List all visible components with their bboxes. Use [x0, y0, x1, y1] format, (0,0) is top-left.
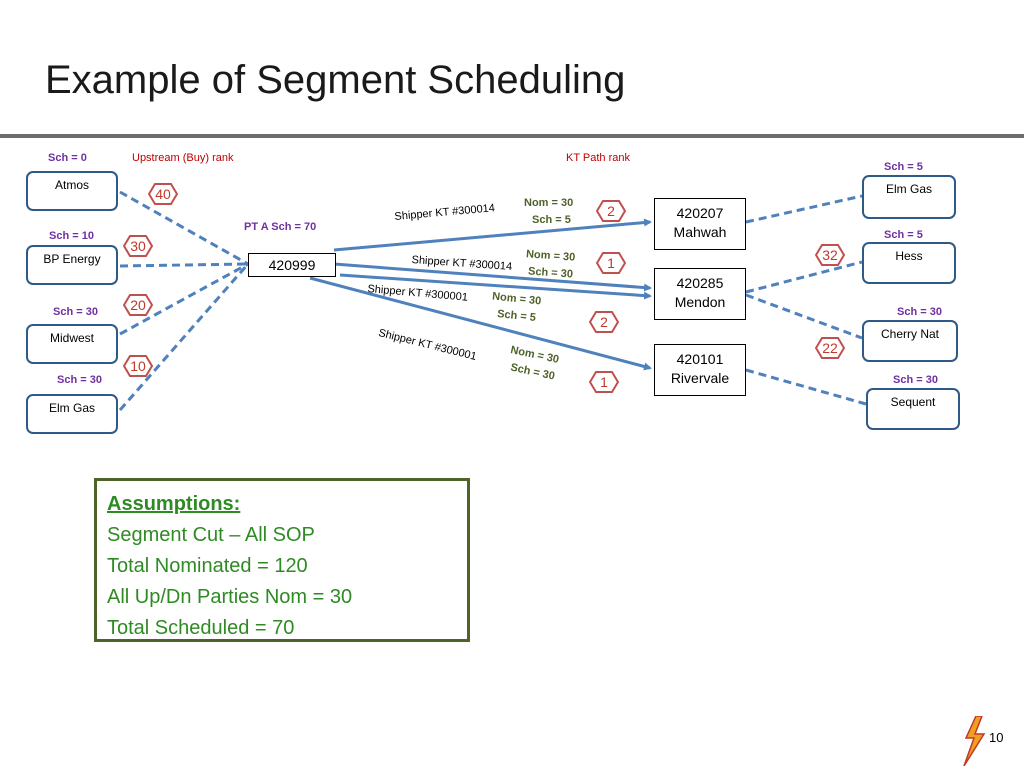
path-1-sch: Sch = 5 [532, 214, 571, 226]
midwest-sch: Sch = 30 [53, 306, 98, 318]
title-divider [0, 134, 1024, 138]
slide-title: Example of Segment Scheduling [45, 58, 626, 102]
path-1-nom: Nom = 30 [524, 197, 574, 209]
atmos-sch: Sch = 0 [48, 152, 87, 164]
receipt-point-box: 420999 [248, 253, 336, 277]
path-4-rank-hexagon: 1 [589, 371, 619, 393]
elm-gas-dn-sch: Sch = 5 [884, 161, 923, 173]
rank-hexagon-atmos: 40 [148, 183, 178, 205]
assumption-line: Total Scheduled = 70 [107, 617, 295, 639]
path-arrow-mendon-2 [339, 273, 652, 300]
cherry-nat-sch: Sch = 30 [897, 306, 942, 318]
path-arrow-rivervale [309, 276, 652, 371]
rank-hexagon-hess: 32 [815, 244, 845, 266]
elm-gas-up-sch: Sch = 30 [57, 374, 102, 386]
page-number: 10 [989, 730, 1004, 745]
connector-hess [745, 260, 863, 294]
connector-bp-energy [119, 262, 249, 268]
party-elm-gas-upstream: Elm Gas [26, 394, 118, 434]
pt-a-sch-label: PT A Sch = 70 [244, 221, 317, 233]
party-bp-energy: BP Energy [26, 245, 118, 285]
connector-elm-gas-up [118, 263, 250, 411]
path-arrow-mahwah [333, 218, 652, 252]
upstream-rank-label: Upstream (Buy) rank [132, 152, 234, 164]
path-3-rank-hexagon: 2 [589, 311, 619, 333]
connector-elm-gas-dn [745, 194, 863, 224]
connector-midwest [119, 262, 249, 336]
path-2-rank-hexagon: 1 [596, 252, 626, 274]
hess-sch: Sch = 5 [884, 229, 923, 241]
party-midwest: Midwest [26, 324, 118, 364]
rank-hexagon-midwest: 20 [123, 294, 153, 316]
party-elm-gas-downstream: Elm Gas [862, 175, 956, 219]
party-sequent: Sequent [866, 388, 960, 430]
connector-cherry-nat [745, 293, 863, 340]
rank-hexagon-elm-gas: 10 [123, 355, 153, 377]
connector-atmos [119, 190, 249, 266]
lightning-bolt-logo [963, 716, 986, 766]
rank-hexagon-bp-energy: 30 [123, 235, 153, 257]
party-cherry-nat: Cherry Nat [862, 320, 958, 362]
party-hess: Hess [862, 242, 956, 284]
assumptions-box: Assumptions: Segment Cut – All SOP Total… [94, 478, 470, 642]
bp-energy-sch: Sch = 10 [49, 230, 94, 242]
connector-sequent [745, 368, 867, 406]
assumptions-heading: Assumptions: [107, 493, 241, 515]
path-1-rank-hexagon: 2 [596, 200, 626, 222]
party-atmos: Atmos [26, 171, 118, 211]
sequent-sch: Sch = 30 [893, 374, 938, 386]
assumption-line: All Up/Dn Parties Nom = 30 [107, 586, 353, 608]
rank-hexagon-cherry-nat: 22 [815, 337, 845, 359]
kt-path-rank-label: KT Path rank [566, 152, 630, 164]
assumption-line: Segment Cut – All SOP [107, 524, 315, 546]
assumption-line: Total Nominated = 120 [107, 555, 308, 577]
path-arrow-mendon-1 [333, 262, 652, 292]
